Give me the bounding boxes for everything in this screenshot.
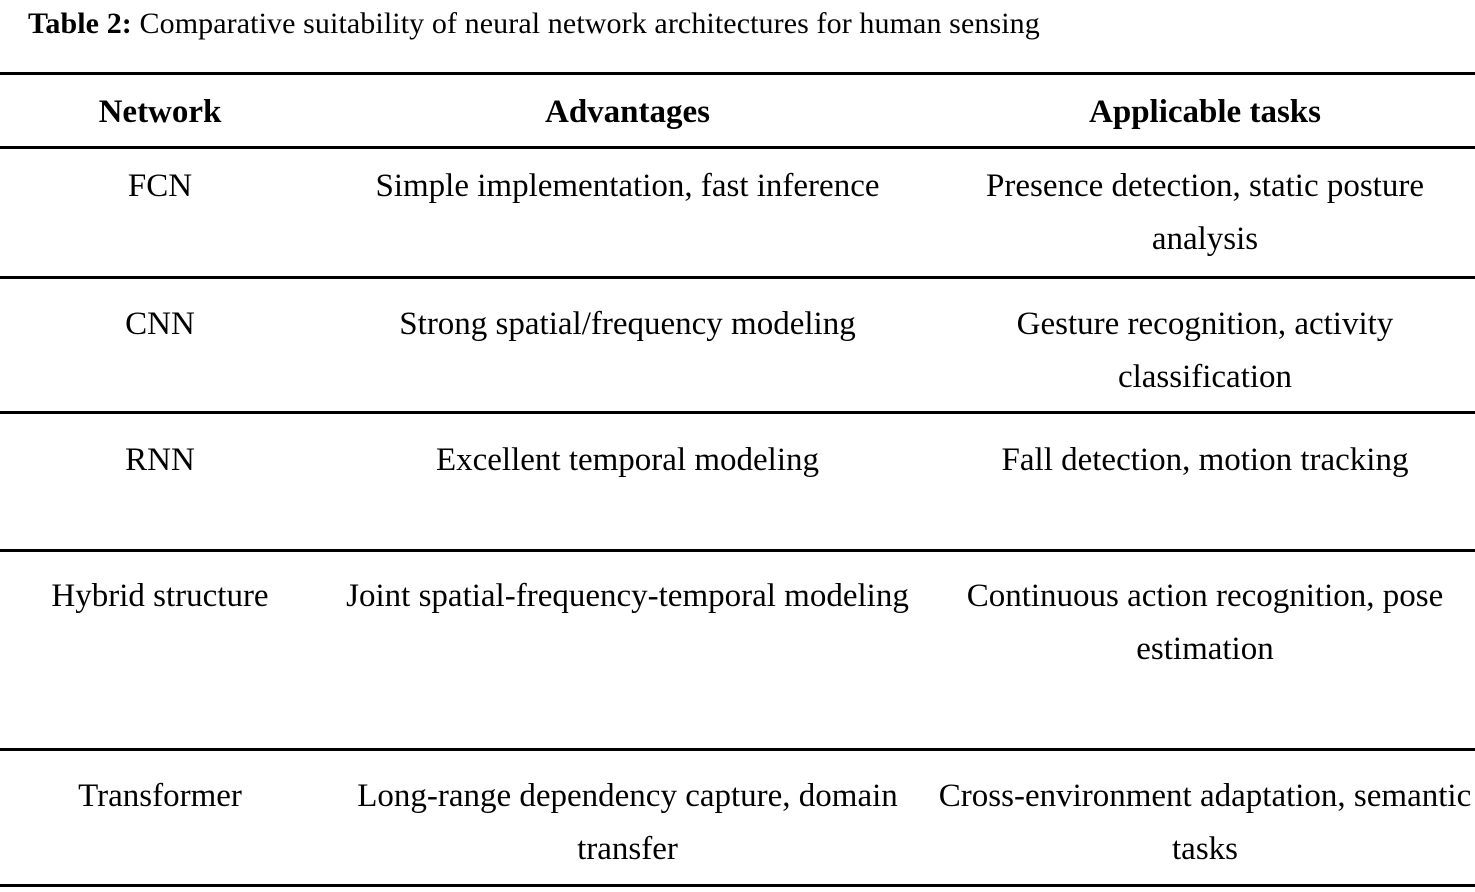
table-row: CNN Strong spatial/frequency modeling Ge… bbox=[0, 298, 1475, 404]
table-row: Transformer Long-range dependency captur… bbox=[0, 770, 1475, 876]
rule-bottom bbox=[0, 884, 1475, 887]
table-row: Hybrid structure Joint spatial-frequency… bbox=[0, 570, 1475, 676]
rule-after-row-4 bbox=[0, 748, 1475, 751]
cell-tasks: Presence detection, static posture analy… bbox=[985, 168, 1424, 257]
column-header-network: Network bbox=[98, 94, 222, 130]
table-row: FCN Simple implementation, fast inferenc… bbox=[0, 160, 1475, 266]
cell-advantages: Simple implementation, fast inference bbox=[375, 168, 880, 204]
cell-tasks: Fall detection, motion tracking bbox=[1001, 442, 1409, 478]
cell-advantages: Strong spatial/frequency modeling bbox=[399, 306, 856, 342]
caption-label: Table 2: bbox=[28, 7, 132, 40]
cell-network: RNN bbox=[125, 442, 195, 478]
cell-network: Hybrid structure bbox=[51, 578, 269, 614]
table-caption: Table 2: Comparative suitability of neur… bbox=[28, 4, 1458, 44]
table-header-row: Network Advantages Applicable tasks bbox=[0, 92, 1475, 132]
caption-text: Comparative suitability of neural networ… bbox=[139, 7, 1040, 40]
rule-top bbox=[0, 72, 1475, 75]
rule-after-row-2 bbox=[0, 411, 1475, 414]
cell-network: FCN bbox=[127, 168, 193, 204]
rule-below-header bbox=[0, 146, 1475, 149]
cell-advantages: Joint spatial-frequency-temporal modelin… bbox=[346, 578, 909, 614]
cell-advantages: Long-range dependency capture, domain tr… bbox=[357, 778, 898, 867]
cell-advantages: Excellent temporal modeling bbox=[435, 442, 820, 478]
column-header-tasks: Applicable tasks bbox=[1089, 94, 1321, 130]
cell-tasks: Gesture recognition, activity classifica… bbox=[1016, 306, 1394, 395]
column-header-advantages: Advantages bbox=[544, 94, 711, 130]
table-row: RNN Excellent temporal modeling Fall det… bbox=[0, 434, 1475, 487]
rule-after-row-1 bbox=[0, 276, 1475, 279]
cell-tasks: Cross-environment adaptation, semantic t… bbox=[938, 778, 1472, 867]
cell-network: Transformer bbox=[78, 778, 242, 814]
cell-network: CNN bbox=[125, 306, 195, 342]
cell-tasks: Continuous action recognition, pose esti… bbox=[966, 578, 1444, 667]
rule-after-row-3 bbox=[0, 549, 1475, 552]
